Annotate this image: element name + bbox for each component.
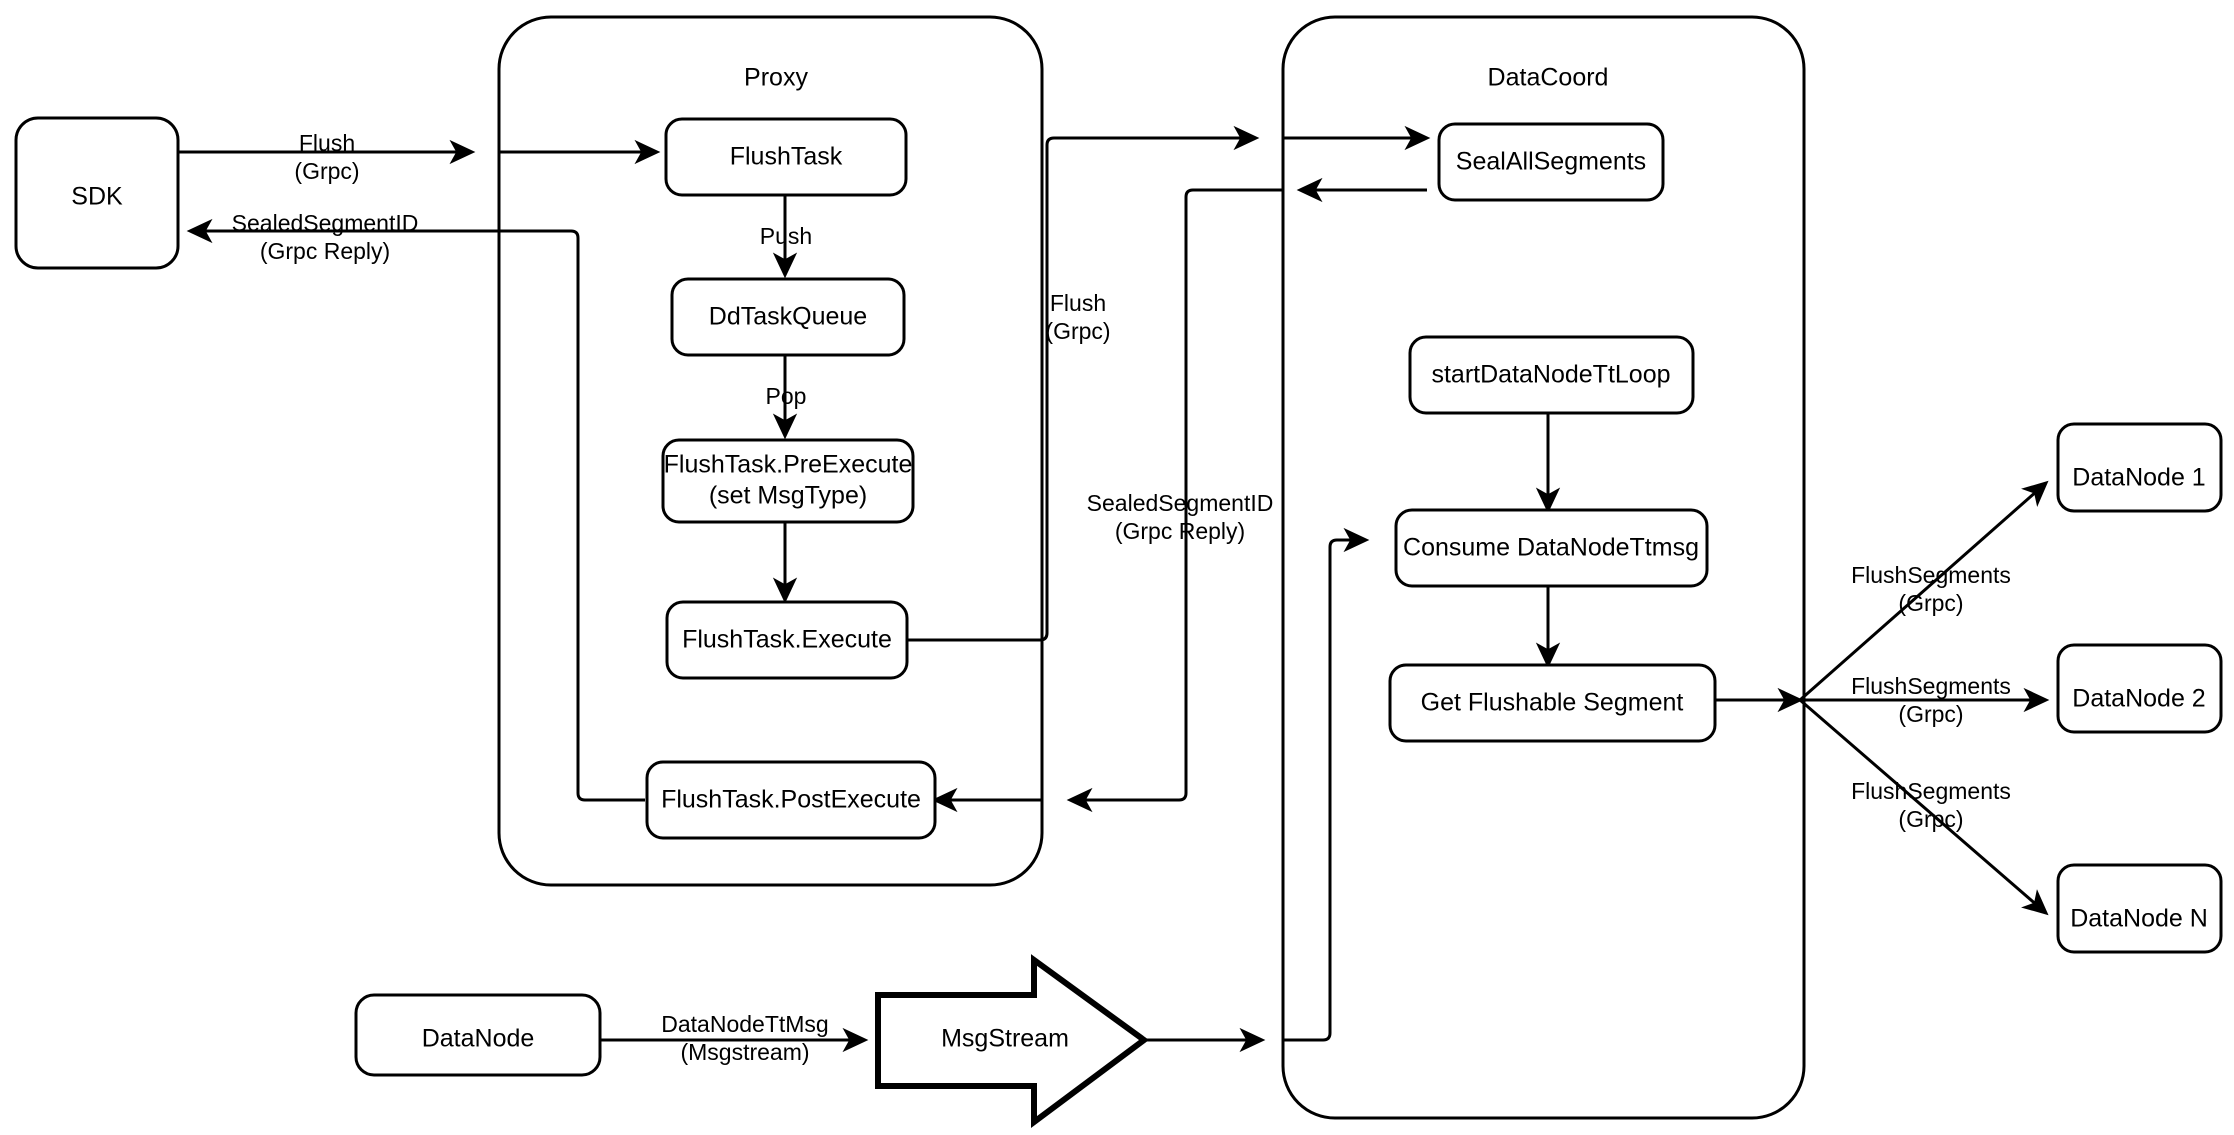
datacoord-container-title: DataCoord <box>1488 64 1609 92</box>
label-proxy-flush-grpc-line1: Flush <box>1050 290 1106 316</box>
node-flushtask[interactable] <box>664 117 908 197</box>
node-flushtask-preexecute[interactable] <box>661 438 915 524</box>
node-consume-datanode-ttmsg[interactable] <box>1394 508 1709 588</box>
node-get-flushable-segment-label: Get Flushable Segment <box>1421 689 1684 717</box>
label-flushsegments-2-line1: FlushSegments <box>1851 673 2011 699</box>
label-sealedsegmentid-reply-line2: (Grpc Reply) <box>260 238 390 264</box>
proxy-container-title: Proxy <box>744 64 808 92</box>
edge-proxy-to-sdk-sealedsegmentid <box>186 218 645 802</box>
node-sdk-label: SDK <box>71 183 123 211</box>
label-sealedsegmentid-reply-line1: SealedSegmentID <box>232 210 419 236</box>
node-ddtaskqueue[interactable] <box>670 277 906 357</box>
label-push: Push <box>760 223 812 249</box>
node-consume-datanode-ttmsg-label: Consume DataNodeTtmsg <box>1403 534 1699 562</box>
node-ddtaskqueue-label: DdTaskQueue <box>709 303 867 331</box>
node-flushtask-postexecute[interactable] <box>645 760 937 840</box>
node-postexecute-label: FlushTask.PostExecute <box>661 786 921 814</box>
node-datanode-n-label: DataNode N <box>2070 905 2208 933</box>
node-datanode-2-label: DataNode 2 <box>2072 685 2205 713</box>
label-flushsegments-2-line2: (Grpc) <box>1898 701 1963 727</box>
label-proxy-flush-grpc-line2: (Grpc) <box>1045 318 1110 344</box>
node-preexecute-label-line1: FlushTask.PreExecute <box>664 451 913 479</box>
edge-junction-to-datanode-n <box>1799 698 2049 916</box>
node-execute-label: FlushTask.Execute <box>682 626 892 654</box>
node-sdk[interactable] <box>14 116 180 270</box>
node-sealallsegments-label: SealAllSegments <box>1456 148 1646 176</box>
node-start-datanode-ttloop[interactable] <box>1408 335 1695 415</box>
label-datanodettmsg-line1: DataNodeTtMsg <box>661 1011 828 1037</box>
node-msgstream-label: MsgStream <box>941 1025 1069 1053</box>
label-pop: Pop <box>766 383 807 409</box>
label-dc-sealedsegmentid-line2: (Grpc Reply) <box>1115 518 1245 544</box>
node-get-flushable-segment[interactable] <box>1388 663 1717 743</box>
label-flushsegments-1-line2: (Grpc) <box>1898 590 1963 616</box>
node-datanode-bottom[interactable] <box>354 993 602 1077</box>
label-flushsegments-n-line2: (Grpc) <box>1898 806 1963 832</box>
node-datanode-bottom-label: DataNode <box>422 1025 535 1053</box>
edge-datacoord-entry-to-consume <box>1283 527 1370 1042</box>
node-datanode-n[interactable] <box>2056 863 2223 954</box>
edge-junction-to-datanode-1 <box>1799 480 2049 702</box>
node-datanode-1[interactable] <box>2056 422 2223 513</box>
label-datanodettmsg-line2: (Msgstream) <box>680 1039 809 1065</box>
edge-execute-to-datacoord-flush <box>907 125 1260 642</box>
node-sealallsegments[interactable] <box>1437 122 1665 202</box>
node-preexecute-label-line2: (set MsgType) <box>709 482 867 510</box>
label-flush-grpc-line1: Flush <box>299 130 355 156</box>
node-start-datanode-ttloop-label: startDataNodeTtLoop <box>1431 361 1670 389</box>
label-flush-grpc-line2: (Grpc) <box>294 158 359 184</box>
node-datanode-2[interactable] <box>2056 643 2223 734</box>
label-dc-sealedsegmentid-line1: SealedSegmentID <box>1087 490 1274 516</box>
label-flushsegments-n-line1: FlushSegments <box>1851 778 2011 804</box>
label-flushsegments-1-line1: FlushSegments <box>1851 562 2011 588</box>
edge-datacoord-to-proxy-sealedsegmentid <box>1066 188 1283 813</box>
node-msgstream-arrow[interactable] <box>875 954 1150 1128</box>
node-flushtask-execute[interactable] <box>665 600 909 680</box>
node-flushtask-label: FlushTask <box>730 143 843 171</box>
node-datanode-1-label: DataNode 1 <box>2072 464 2205 492</box>
